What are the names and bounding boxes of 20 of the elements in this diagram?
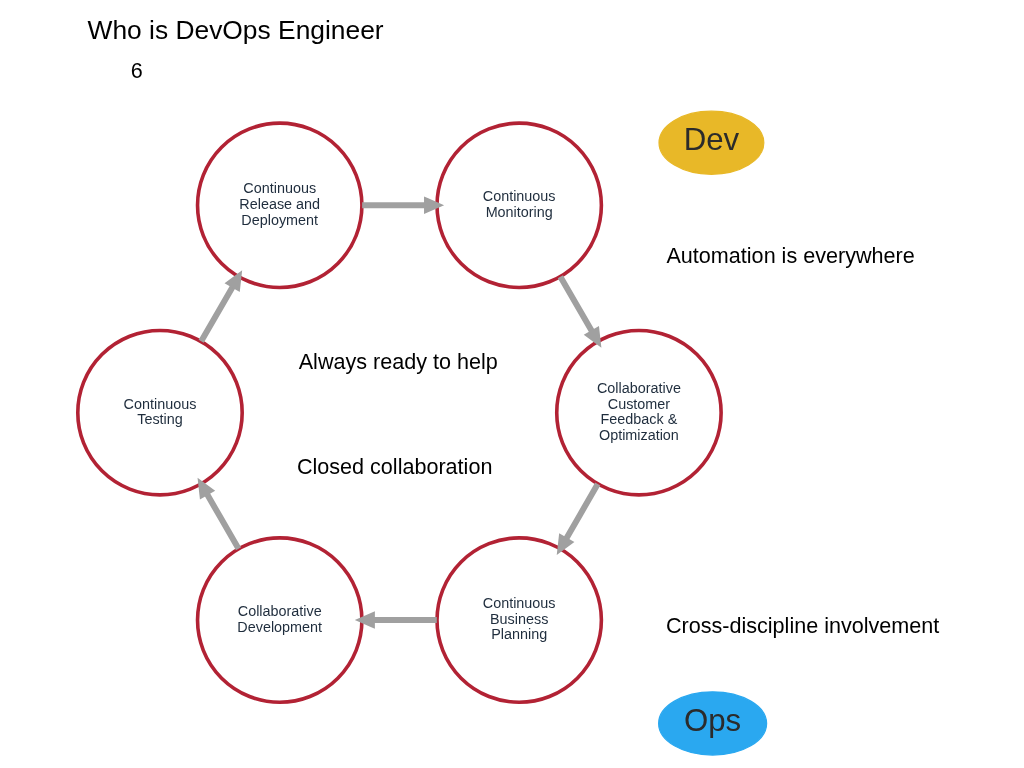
node-circle: Collaborative Customer Feedback & Optimization	[554, 328, 723, 497]
label: Always ready to help	[298, 348, 498, 374]
node-ellipse: Ops	[657, 691, 767, 756]
diagram-title: Who is DevOps Engineer	[87, 15, 384, 46]
node-circle: Continuous Release and Deployment	[195, 121, 364, 290]
node-circle: Continuous Monitoring	[434, 121, 603, 290]
label: Cross-discipline involvement	[665, 612, 939, 638]
arrow	[361, 196, 444, 215]
arrow	[197, 477, 241, 551]
arrow	[557, 275, 601, 348]
node-circle: Continuous Business Planning	[434, 536, 603, 705]
node-ellipse: Dev	[657, 110, 764, 175]
arrow	[556, 482, 600, 556]
arrow	[198, 270, 242, 343]
label: 6	[130, 58, 143, 84]
label: Automation is everywhere	[665, 243, 915, 269]
arrow	[354, 611, 437, 629]
node-circle: Collaborative Development	[195, 536, 364, 705]
label: Closed collaboration	[296, 454, 492, 480]
node-circle: Continuous Testing	[75, 328, 244, 497]
